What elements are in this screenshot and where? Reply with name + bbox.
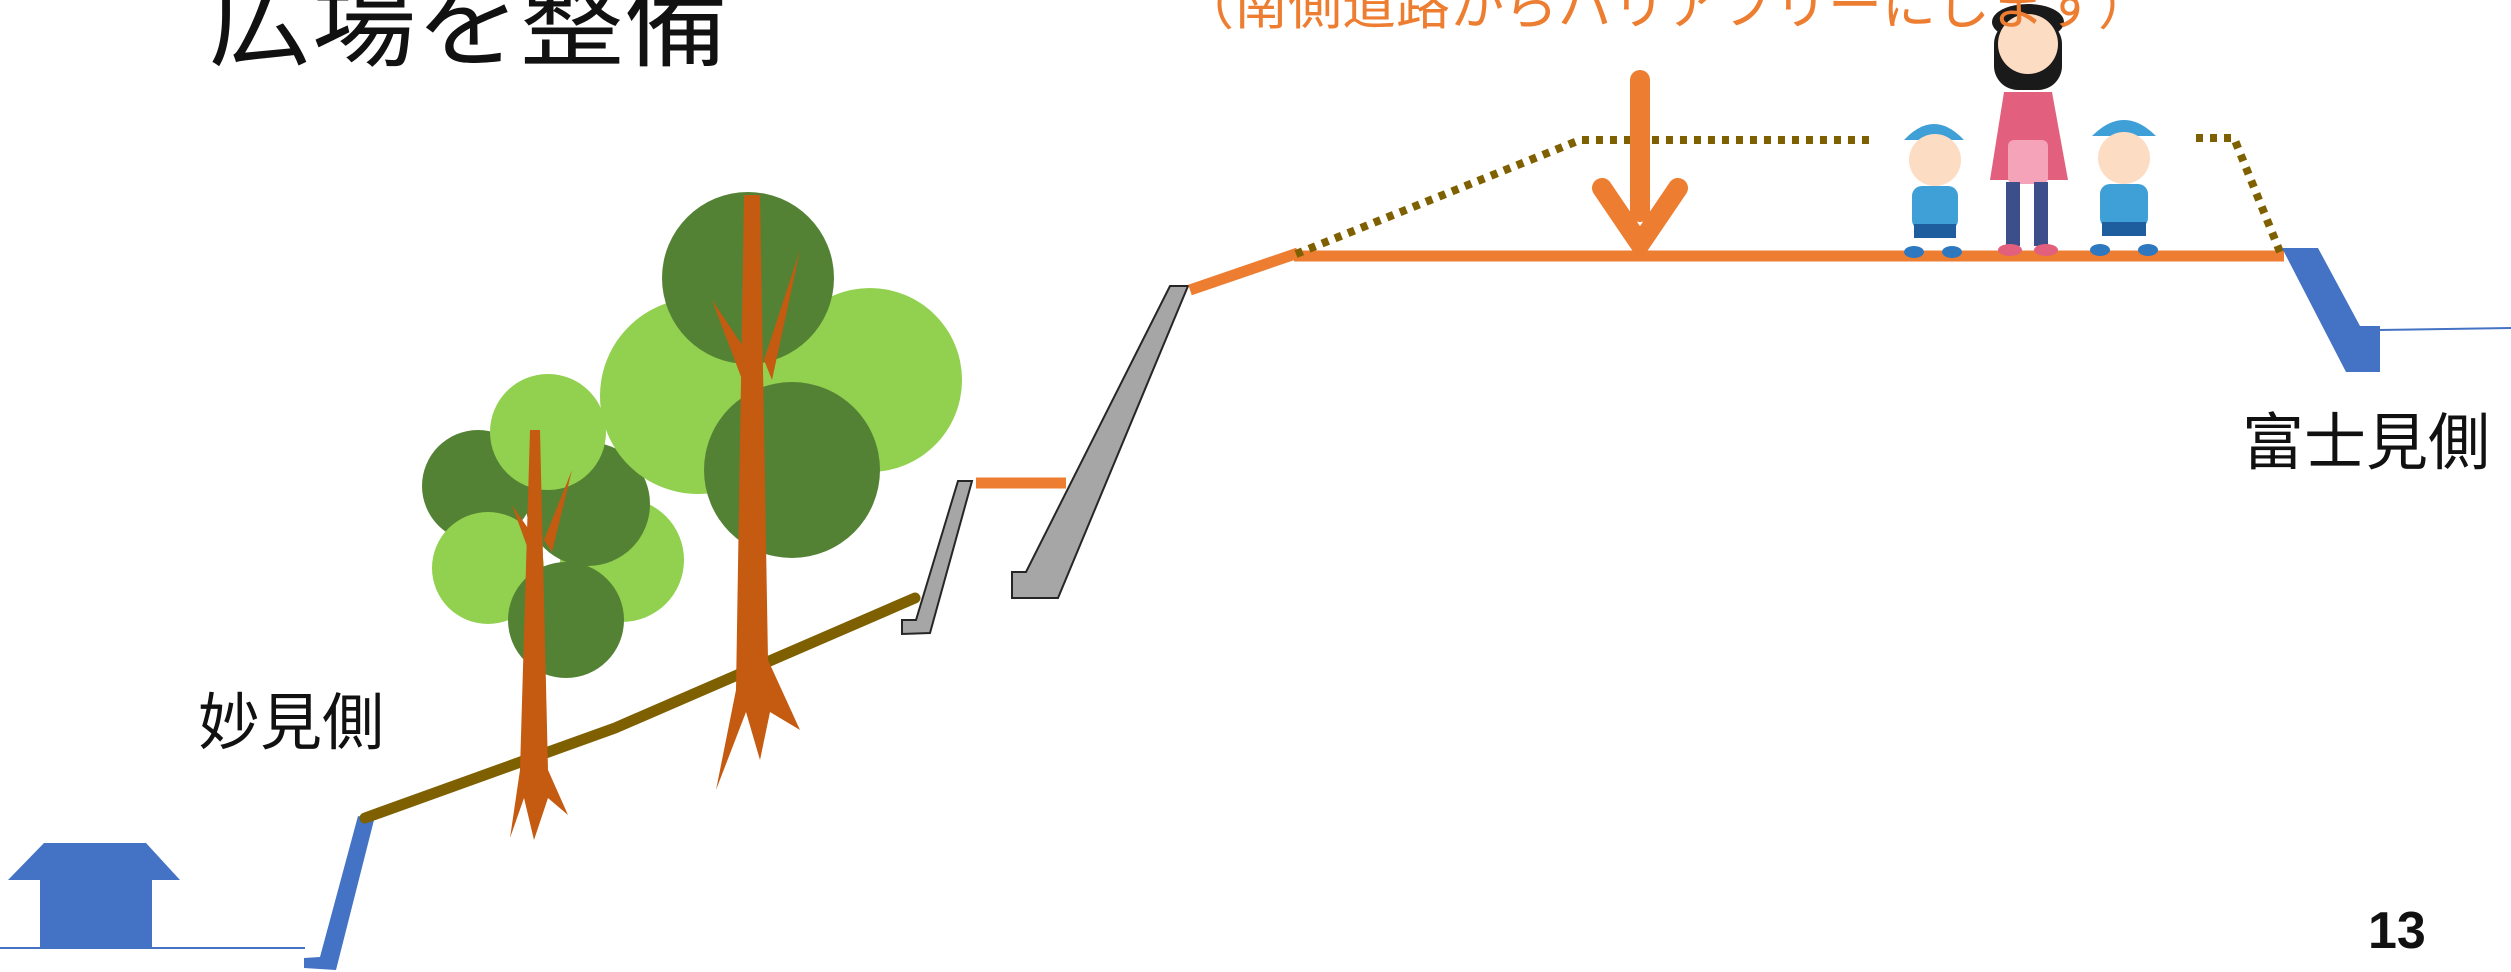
slide-subtitle: （南側道路からバリアフリーにします） — [1180, 0, 2152, 37]
left-channel-wall — [304, 816, 374, 970]
down-arrow-icon — [1592, 70, 1688, 254]
right-water-line — [2377, 327, 2511, 331]
slide-title: 広場を整備 — [208, 0, 729, 83]
ramp-orange-segment — [1188, 247, 1300, 296]
right-side-label: 富士見側 — [2242, 406, 2491, 479]
original-ground-dotted-line — [1294, 136, 1870, 258]
lower-retaining-wall — [901, 480, 974, 636]
page-number: 13 — [2368, 902, 2426, 960]
right-channel-wall — [2282, 248, 2380, 372]
original-ground-dotted-line-right — [2196, 134, 2284, 254]
upper-retaining-wall — [1011, 285, 1190, 599]
left-side-label: 妙見側 — [198, 686, 385, 759]
trees-illustration — [422, 192, 962, 840]
slope-ground-line — [359, 592, 921, 824]
house-icon — [8, 843, 180, 948]
teacher-and-children-illustration — [1904, 4, 2158, 258]
